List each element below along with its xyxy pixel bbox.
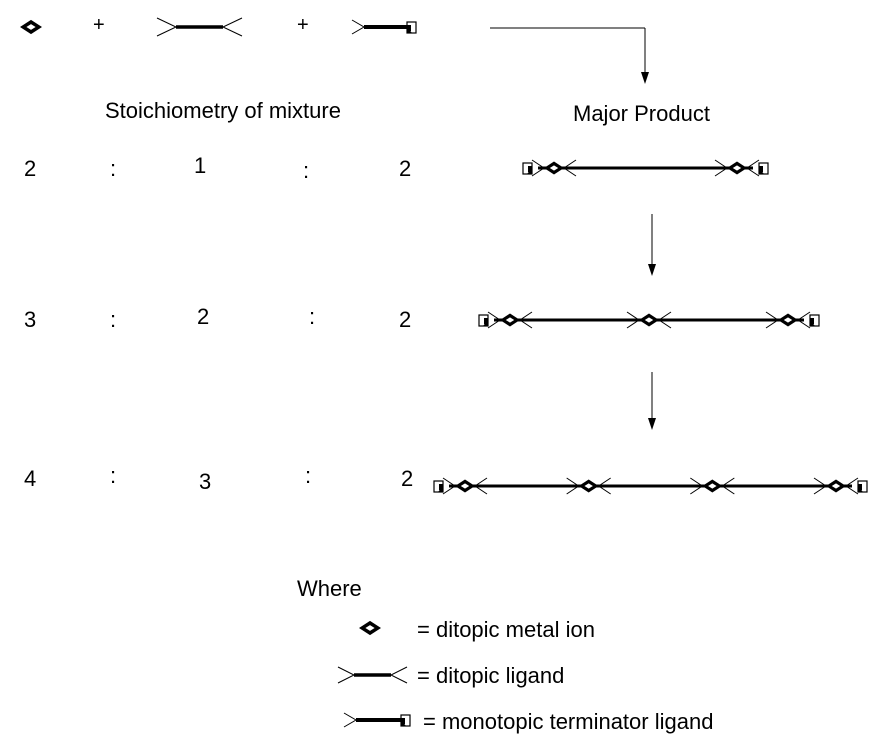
legend-metal-label: = ditopic metal ion xyxy=(417,617,595,642)
row-3-ditopic-ratio: 3 xyxy=(199,469,212,494)
stoichiometry-heading: Stoichiometry of mixture xyxy=(105,98,341,123)
row-3-terminator-ratio: 2 xyxy=(401,466,414,491)
row-2-ditopic-ratio: 2 xyxy=(197,304,210,329)
row-3-metal-ratio: 4 xyxy=(24,466,37,491)
legend-where: Where xyxy=(297,576,362,601)
plus-sign-2: + xyxy=(297,14,309,36)
row-2-metal-ratio: 3 xyxy=(24,307,37,332)
row-1-ditopic-ratio: 1 xyxy=(194,153,207,178)
legend-ditopic-label: = ditopic ligand xyxy=(417,663,565,688)
ditopic-ligand-symbol-reactant xyxy=(156,17,243,37)
row-2-separator-1: : xyxy=(110,307,117,332)
major-product-heading: Major Product xyxy=(573,101,710,126)
ditopic-ligand-symbol-legend xyxy=(337,666,408,684)
terminator-ligand-symbol-reactant xyxy=(351,19,417,35)
reaction-arrow xyxy=(490,27,649,84)
row-2-terminator-ratio: 2 xyxy=(399,307,412,332)
legend-terminator-label: = monotopic terminator ligand xyxy=(423,709,714,734)
product-chain-row-1 xyxy=(522,159,769,177)
metal-ion-symbol-reactant xyxy=(20,19,42,35)
row-1-separator-1: : xyxy=(110,156,117,181)
product-chain-row-3 xyxy=(433,477,868,495)
product-arrow-2 xyxy=(648,372,656,430)
product-chain-row-2 xyxy=(478,311,820,329)
row-2-separator-2: : xyxy=(309,304,316,329)
plus-sign-1: + xyxy=(93,14,105,36)
row-1-separator-2: : xyxy=(303,158,310,183)
metal-ion-symbol-legend xyxy=(359,620,381,636)
row-3-separator-2: : xyxy=(305,463,312,488)
row-1-terminator-ratio: 2 xyxy=(399,156,412,181)
row-3-separator-1: : xyxy=(110,463,117,488)
product-arrow-1 xyxy=(648,214,656,276)
row-1-metal-ratio: 2 xyxy=(24,156,37,181)
terminator-ligand-symbol-legend xyxy=(343,712,411,728)
